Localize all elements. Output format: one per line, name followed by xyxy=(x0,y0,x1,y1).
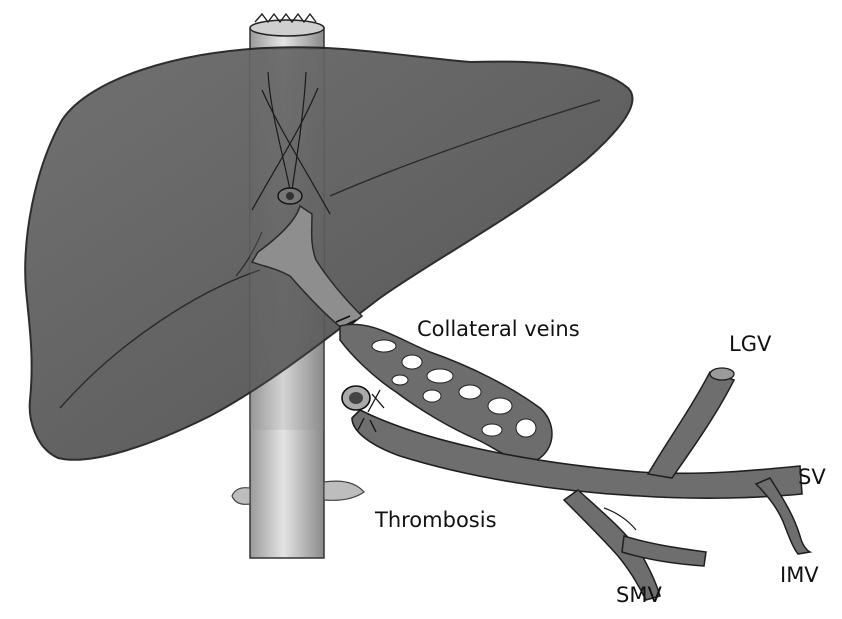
left-gastric-vein xyxy=(648,368,734,478)
label-lgv: LGV xyxy=(729,334,771,355)
liver xyxy=(25,47,632,460)
label-thrombosis: Thrombosis xyxy=(375,510,497,531)
label-imv: IMV xyxy=(780,565,819,586)
label-smv: SMV xyxy=(616,585,662,606)
label-sv: SV xyxy=(798,467,826,488)
label-collateral-veins: Collateral veins xyxy=(417,319,580,340)
